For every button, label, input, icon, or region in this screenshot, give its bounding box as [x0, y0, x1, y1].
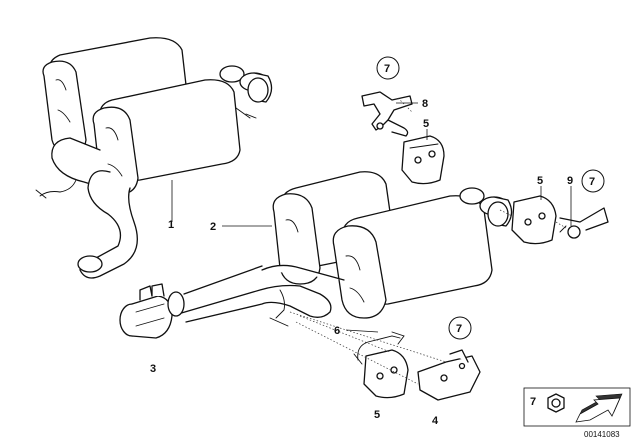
rubber-mount-lower	[363, 349, 409, 399]
legend-box: 7	[523, 387, 631, 427]
rear-muffler-assembly-upper	[35, 37, 273, 279]
assembly-guide-lines	[289, 97, 567, 385]
label-part-7-upper: 7	[384, 63, 390, 75]
callout-7-lower: 7	[448, 316, 472, 340]
label-part-8: 8	[422, 98, 428, 110]
sensor-wire-lower	[353, 331, 405, 365]
rubber-mount-right	[511, 195, 557, 245]
nut-icon	[547, 393, 565, 413]
legend-part-7-label: 7	[530, 396, 536, 408]
rear-muffler-assembly-lower	[167, 171, 513, 327]
label-part-1: 1	[168, 219, 174, 231]
arrow-icon	[575, 393, 623, 423]
pipe-clamp	[119, 283, 173, 339]
label-part-7-right: 7	[589, 176, 595, 188]
label-part-5-lower: 5	[374, 409, 380, 421]
label-part-9: 9	[567, 175, 573, 187]
label-part-6: 6	[334, 325, 340, 337]
label-part-5-upper: 5	[423, 118, 429, 130]
leader-lines	[171, 102, 572, 333]
label-part-3: 3	[150, 363, 156, 375]
rubber-mount-upper	[401, 135, 445, 185]
hanger-bracket-upper	[361, 91, 413, 137]
hanger-bracket-lower	[417, 349, 481, 401]
callout-7-upper: 7	[376, 56, 400, 80]
part-labels: 1 2 3 4 5 5 5 6 8 9	[150, 98, 573, 427]
hanger-bracket-right	[559, 207, 609, 239]
label-part-5-right: 5	[537, 175, 543, 187]
label-part-2: 2	[210, 221, 216, 233]
label-part-7-lower: 7	[456, 323, 462, 335]
diagram-id: 00141083	[584, 430, 620, 439]
callout-7-right: 7	[581, 169, 605, 193]
label-part-4: 4	[432, 415, 439, 427]
